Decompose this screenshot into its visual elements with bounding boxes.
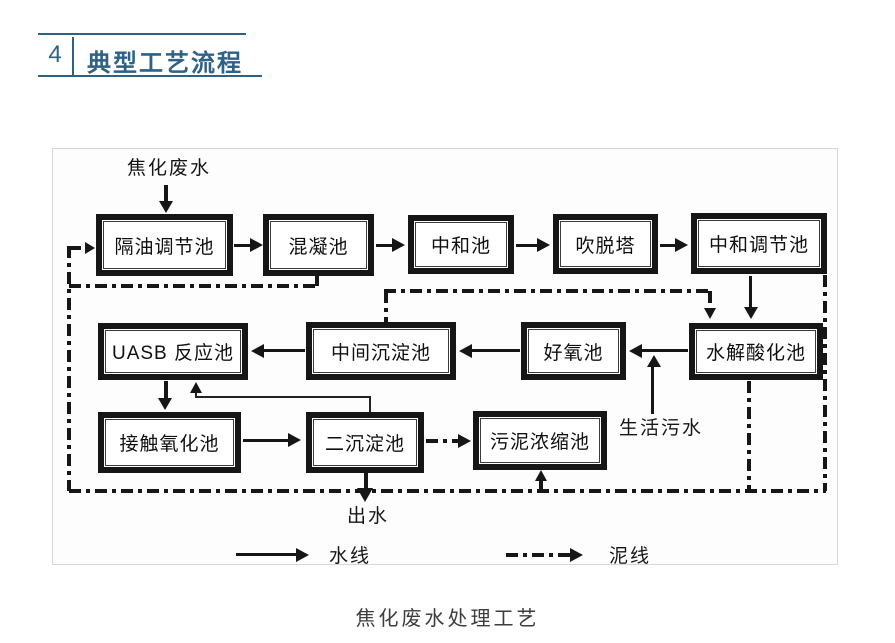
box-oil-separation-regulating-tank: 隔油调节池: [96, 214, 233, 276]
box-intermediate-sedimentation-tank: 中间沉淀池: [306, 322, 456, 380]
process-flow-diagram: 焦化废水 隔油调节池 混凝池 中和池 吹脱塔 中和调节池 UASB 反应池 中间…: [52, 148, 838, 567]
box-sludge-thickening-tank: 污泥浓缩池: [473, 411, 607, 470]
legend-water-line-sample: [236, 553, 298, 556]
arrow-down-icon: [159, 201, 173, 213]
sludge-line: [384, 291, 388, 322]
arrow-right-icon: [675, 238, 688, 252]
arrow-left-icon: [251, 344, 264, 358]
box-label: 混凝池: [288, 236, 349, 258]
sludge-line: [539, 480, 543, 490]
sludge-line: [823, 275, 827, 491]
arrow-up-icon: [190, 382, 202, 393]
box-label: 接触氧化池: [119, 434, 220, 455]
flow-line: [164, 381, 168, 400]
arrow-right-icon: [85, 242, 95, 254]
box-label: 好氧池: [543, 342, 604, 364]
flow-line: [164, 185, 168, 203]
legend-sludge-line-sample: [506, 553, 572, 557]
legend-water-line-label: 水线: [329, 546, 372, 567]
figure-caption: 焦化废水处理工艺: [355, 608, 540, 630]
return-line: [195, 396, 371, 398]
flow-line: [516, 244, 539, 247]
sludge-line: [426, 439, 460, 443]
box-label: UASB 反应池: [111, 343, 235, 364]
sludge-line: [69, 489, 826, 493]
arrow-right-icon: [250, 238, 263, 252]
header-bottom-rule: [38, 75, 262, 77]
box-secondary-sedimentation-tank: 二沉淀池: [306, 412, 424, 473]
box-hydrolysis-acidification-tank: 水解酸化池: [689, 323, 823, 380]
effluent-label: 出水: [347, 506, 390, 527]
flow-line: [376, 244, 396, 247]
box-label: 隔油调节池: [114, 236, 215, 258]
sludge-line: [315, 276, 319, 286]
box-uasb-reactor: UASB 反应池: [98, 323, 248, 380]
arrow-left-icon: [459, 344, 472, 358]
domestic-sewage-label: 生活污水: [619, 418, 704, 439]
flow-line: [660, 244, 679, 247]
flow-line: [749, 276, 752, 309]
box-aerobic-tank: 好氧池: [521, 322, 626, 380]
box-label: 污泥浓缩池: [489, 432, 590, 453]
arrow-right-icon: [288, 433, 301, 447]
flow-line: [364, 473, 368, 490]
sludge-line: [67, 246, 71, 491]
box-label: 中间沉淀池: [330, 342, 431, 364]
header-separator: [72, 37, 74, 75]
sludge-line: [69, 284, 318, 288]
return-line: [369, 396, 371, 412]
arrow-right-icon: [392, 238, 405, 252]
arrow-down-icon: [704, 308, 716, 319]
flow-line: [472, 349, 520, 352]
sludge-line: [69, 246, 87, 250]
influent-label: 焦化废水: [127, 158, 212, 179]
box-label: 中和调节池: [708, 235, 809, 256]
box-neutralization-tank: 中和池: [408, 215, 514, 274]
flow-line: [264, 349, 305, 352]
box-label: 水解酸化池: [705, 343, 806, 364]
section-title: 典型工艺流程: [87, 50, 243, 77]
box-coagulation-tank: 混凝池: [263, 214, 374, 276]
arrow-right-icon: [296, 548, 309, 562]
flow-line: [651, 366, 654, 414]
arrow-down-icon: [158, 398, 172, 410]
box-stripping-tower: 吹脱塔: [553, 214, 658, 274]
box-contact-oxidation-tank: 接触氧化池: [98, 412, 241, 473]
arrow-right-icon: [570, 548, 583, 562]
legend-sludge-line-label: 泥线: [609, 546, 652, 567]
flow-line: [234, 244, 254, 247]
flow-line: [243, 439, 290, 442]
box-label: 中和池: [430, 236, 491, 257]
arrow-down-icon: [744, 307, 758, 319]
header-top-rule: [38, 33, 246, 35]
sludge-line: [708, 291, 712, 309]
box-label: 二沉淀池: [324, 434, 405, 455]
arrow-left-icon: [629, 344, 642, 358]
flow-line: [642, 349, 688, 352]
sludge-line: [747, 381, 751, 491]
box-label: 吹脱塔: [575, 235, 636, 257]
arrow-up-icon: [535, 470, 547, 481]
section-number: 4: [48, 41, 62, 68]
arrow-up-icon: [647, 355, 661, 367]
arrow-right-icon: [458, 434, 471, 448]
return-line: [195, 392, 197, 398]
sludge-line: [384, 289, 712, 293]
box-neutralization-regulating-tank: 中和调节池: [691, 213, 827, 274]
arrow-right-icon: [537, 238, 550, 252]
